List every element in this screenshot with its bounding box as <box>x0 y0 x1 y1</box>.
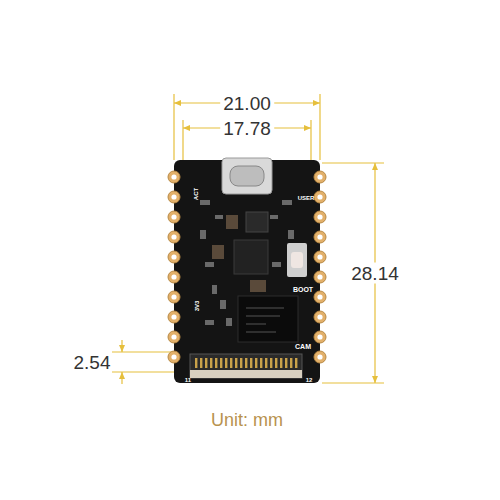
regulator-chip <box>246 212 268 232</box>
castellated-pad <box>314 331 326 343</box>
pad-hole <box>317 294 322 299</box>
pad-hole <box>317 214 322 219</box>
castellated-pad <box>168 251 180 263</box>
pad-hole <box>171 194 176 199</box>
castellated-pad <box>168 311 180 323</box>
flash-chip-marking <box>246 308 284 332</box>
pad-hole <box>171 294 176 299</box>
boot-button <box>287 243 307 277</box>
castellated-pad <box>314 351 326 363</box>
pad-hole <box>171 174 176 179</box>
pad-hole <box>171 314 176 319</box>
castellated-pad <box>314 171 326 183</box>
dimension-value: 2.54 <box>74 353 111 372</box>
dimension-value: 28.14 <box>348 263 402 284</box>
castellated-pad <box>168 271 180 283</box>
castellated-pad <box>168 171 180 183</box>
pad-hole <box>171 354 176 359</box>
pad-hole <box>171 274 176 279</box>
castellated-pad <box>314 191 326 203</box>
processor-chip <box>234 240 268 274</box>
dimension-value: 17.78 <box>220 118 274 139</box>
castellated-pad <box>168 231 180 243</box>
dimension-lines <box>112 94 384 384</box>
inductor <box>226 215 238 229</box>
castellated-pad <box>168 191 180 203</box>
unit-note: Unit: mm <box>211 411 283 429</box>
pad-hole <box>171 254 176 259</box>
castellated-pad <box>314 231 326 243</box>
pad-hole <box>171 234 176 239</box>
usb-c-opening <box>230 166 264 186</box>
silkscreen-label: USER <box>298 195 315 201</box>
castellated-pad <box>168 211 180 223</box>
pad-hole <box>317 234 322 239</box>
silkscreen-label: 3V3 <box>194 301 200 312</box>
flash-chip <box>238 296 298 342</box>
pad-hole <box>317 334 322 339</box>
pad-hole <box>171 334 176 339</box>
capacitor <box>250 280 266 292</box>
dimension-arrowheads <box>119 100 378 383</box>
fpc-pins <box>194 358 298 368</box>
castellated-pad <box>314 211 326 223</box>
silkscreen-label: ACT <box>193 188 199 200</box>
castellated-pad <box>168 291 180 303</box>
pad-hole <box>317 314 322 319</box>
pad-hole <box>317 354 322 359</box>
castellated-pad <box>168 331 180 343</box>
silkscreen-label: BOOT <box>293 286 313 293</box>
pad-hole <box>317 174 322 179</box>
castellated-pad <box>168 351 180 363</box>
pad-hole <box>317 254 322 259</box>
castellated-pad <box>314 251 326 263</box>
castellated-pad <box>314 291 326 303</box>
pad-hole <box>171 214 176 219</box>
pin-number: 12 <box>306 377 313 383</box>
pin-number: 11 <box>185 377 191 383</box>
pad-hole <box>317 274 322 279</box>
dimension-value: 21.00 <box>220 93 274 114</box>
camera-fpc-connector <box>190 354 302 378</box>
boot-button-cap <box>291 252 303 268</box>
castellated-pads <box>168 171 326 363</box>
crystal <box>212 245 224 259</box>
usb-c-connector <box>222 158 272 194</box>
silkscreen-label: CAM <box>295 343 311 350</box>
pad-hole <box>317 194 322 199</box>
castellated-pad <box>314 271 326 283</box>
fpc-latch <box>190 370 302 378</box>
castellated-pad <box>314 311 326 323</box>
